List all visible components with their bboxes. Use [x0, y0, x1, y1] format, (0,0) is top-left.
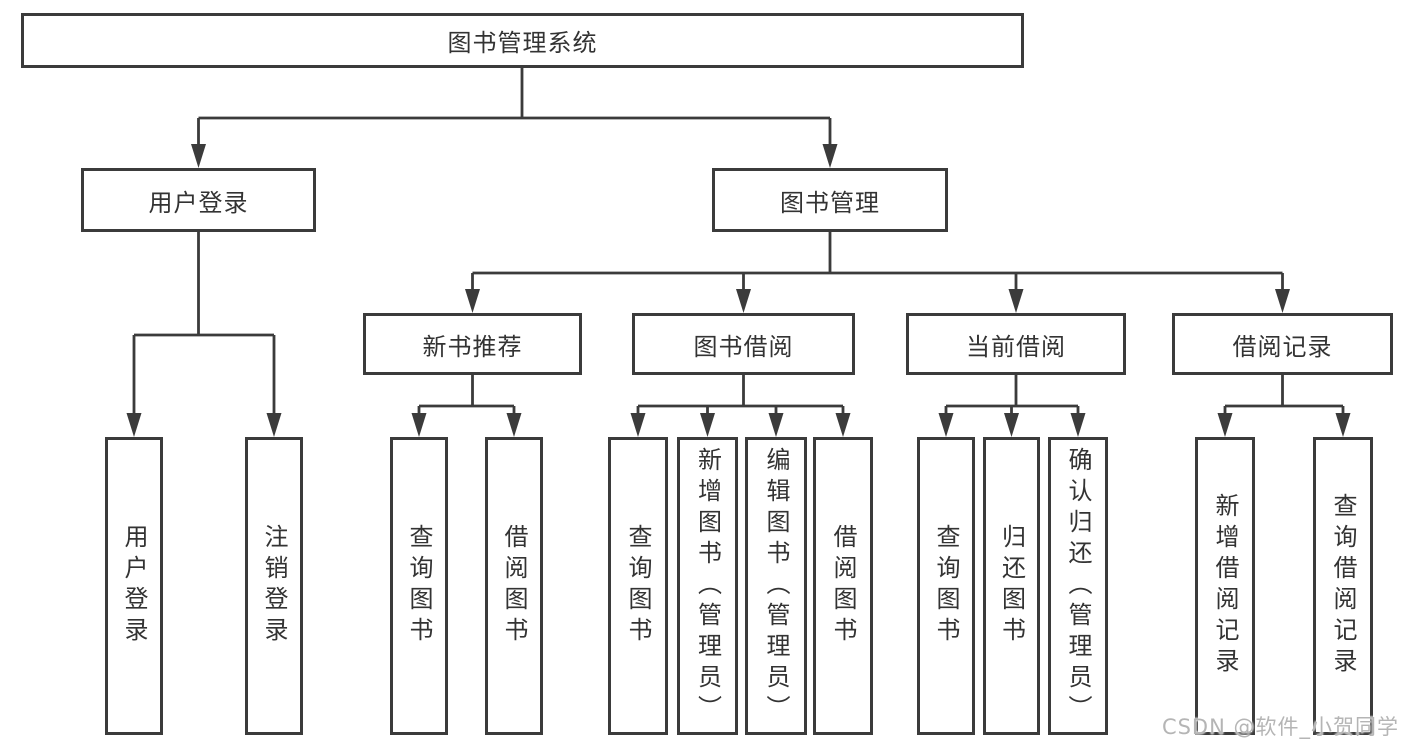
- watermark: CSDN @软件_小贺同学: [1161, 715, 1399, 739]
- node-library-system: 图书管理系统: [21, 13, 1024, 68]
- node-user-login: 用户登录: [81, 168, 316, 232]
- leaf-confirm-return-admin: 确认归还（管理员）: [1048, 437, 1108, 735]
- leaf-query-book-2: 查询图书: [608, 437, 668, 735]
- leaf-borrow-book-1: 借阅图书: [485, 437, 543, 735]
- node-current-borrow: 当前借阅: [906, 313, 1126, 375]
- leaf-add-borrow-record: 新增借阅记录: [1195, 437, 1255, 735]
- leaf-query-book-1: 查询图书: [390, 437, 448, 735]
- node-book-management: 图书管理: [712, 168, 948, 232]
- node-book-borrow: 图书借阅: [632, 313, 855, 375]
- leaf-edit-book-admin: 编辑图书（管理员）: [745, 437, 807, 735]
- leaf-query-borrow-record: 查询借阅记录: [1313, 437, 1373, 735]
- leaf-borrow-book-2: 借阅图书: [813, 437, 873, 735]
- node-new-book-recommend: 新书推荐: [363, 313, 582, 375]
- leaf-user-login: 用户登录: [105, 437, 163, 735]
- node-borrow-record: 借阅记录: [1172, 313, 1393, 375]
- leaf-logout-login: 注销登录: [245, 437, 303, 735]
- leaf-add-book-admin: 新增图书（管理员）: [677, 437, 738, 735]
- leaf-return-book: 归还图书: [983, 437, 1040, 735]
- leaf-query-book-3: 查询图书: [917, 437, 975, 735]
